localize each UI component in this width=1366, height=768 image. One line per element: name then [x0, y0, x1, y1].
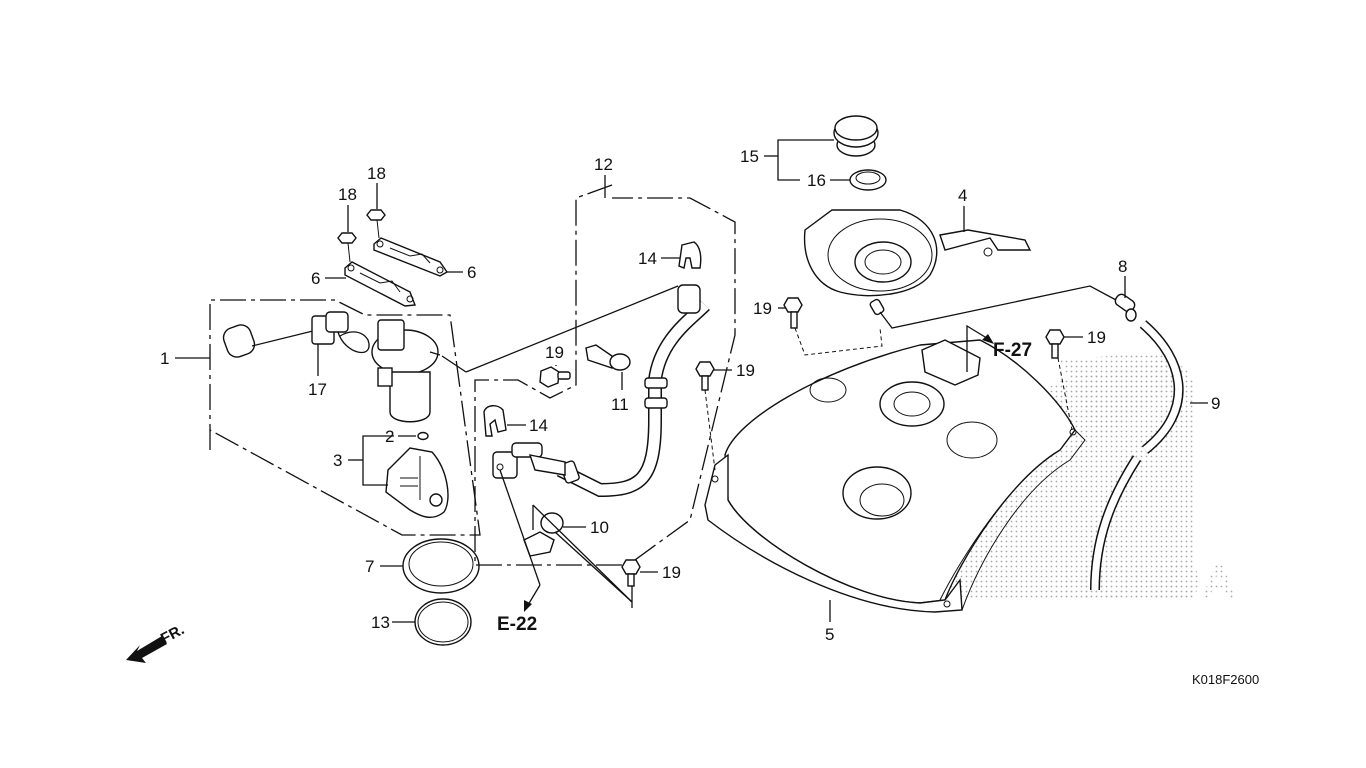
fuel-tank-5 — [704, 339, 1086, 622]
bolt-19-c — [695, 361, 732, 471]
f27-arrow — [966, 324, 994, 372]
callout-19-d: 19 — [1087, 328, 1106, 347]
callout-18-left: 18 — [338, 185, 357, 204]
callout-4: 4 — [958, 186, 967, 205]
callout-13: 13 — [371, 613, 390, 632]
front-direction-arrow — [126, 636, 167, 663]
callout-10: 10 — [590, 518, 609, 537]
callout-9: 9 — [1211, 394, 1220, 413]
callout-7: 7 — [365, 557, 374, 576]
drawing-code: K018F2600 — [1192, 672, 1259, 687]
callout-6-left: 6 — [311, 269, 320, 288]
clip-14-lower — [483, 405, 526, 437]
fuel-hose-group — [441, 175, 736, 566]
fuel-pump-group — [175, 299, 481, 536]
callout-18-right: 18 — [367, 164, 386, 183]
o-ring-13 — [392, 598, 472, 646]
callout-12: 12 — [594, 155, 613, 174]
seal-7 — [380, 538, 480, 594]
callout-19-c: 19 — [736, 361, 755, 380]
gasket-16 — [849, 169, 887, 191]
callout-6-right: 6 — [467, 263, 476, 282]
filter-3 — [385, 447, 449, 519]
reference-f27[interactable]: F-27 — [993, 340, 1032, 361]
joint-8 — [1114, 276, 1137, 322]
callout-3: 3 — [333, 451, 342, 470]
bolt-19-e — [621, 559, 658, 587]
fuel-pump-body — [371, 319, 441, 423]
clamp-10 — [523, 504, 633, 608]
callout-14-lower: 14 — [529, 416, 548, 435]
callout-16: 16 — [807, 171, 826, 190]
callout-1: 1 — [160, 349, 169, 368]
clamp-11 — [585, 344, 631, 390]
watermark-text: HONDA — [1060, 556, 1236, 609]
nut-18-left — [337, 232, 357, 244]
bolt-19-b — [778, 297, 883, 356]
fuel-unit-17 — [311, 311, 370, 376]
fuel-filler-cover-4 — [803, 206, 1032, 316]
callout-19-a: 19 — [545, 343, 564, 362]
callout-8: 8 — [1118, 257, 1127, 276]
callout-5: 5 — [825, 625, 834, 644]
callout-17: 17 — [308, 380, 327, 399]
packing-2 — [417, 431, 429, 441]
bolt-19-a — [539, 365, 571, 388]
pump-setting-plates — [325, 183, 463, 307]
quick-connector — [492, 442, 566, 479]
callout-19-b: 19 — [753, 299, 772, 318]
e22-arrow — [499, 469, 541, 612]
callout-15: 15 — [740, 147, 759, 166]
callout-2: 2 — [385, 427, 394, 446]
reference-e22[interactable]: E-22 — [497, 614, 537, 635]
nut-18-right — [366, 209, 386, 221]
breather-tube-9 — [1090, 320, 1208, 591]
callout-11: 11 — [611, 395, 629, 414]
callout-19-e: 19 — [662, 563, 681, 582]
bolt-19-d — [1045, 329, 1083, 431]
clip-14-upper — [661, 241, 702, 269]
callout-14-upper: 14 — [638, 249, 657, 268]
fuel-level-float — [222, 324, 326, 358]
fuel-fill-cap-15 — [833, 115, 879, 157]
